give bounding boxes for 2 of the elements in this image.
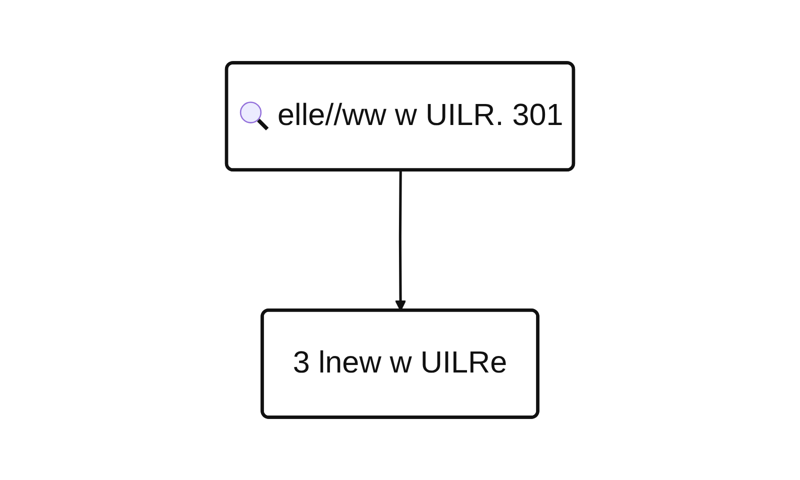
node-text: 3 lnew w UILRe [292, 344, 508, 382]
node-text: elle//ww w UILR. 301 [278, 97, 564, 135]
